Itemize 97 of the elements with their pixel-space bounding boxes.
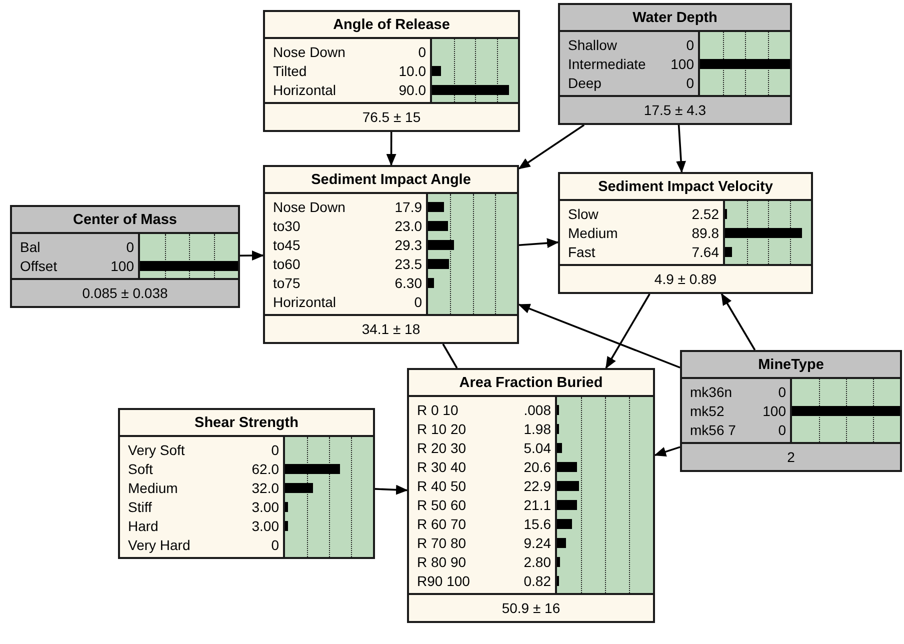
state-label: Very Soft [128,442,185,458]
arrow [386,132,396,166]
arrow [605,294,650,369]
network-node [263,10,520,132]
state-label: Slow [568,206,598,222]
state-value: 100 [670,56,694,72]
mean-value: 50.9 ± 16 [409,593,653,621]
state-value: 6.30 [394,274,422,290]
state-label: to60 [273,256,300,272]
state-value: 0 [778,422,786,438]
state-value: 2.52 [692,206,719,222]
state-label: Nose Down [273,198,346,214]
state-value: 0 [271,442,279,458]
mean-value: 2 [682,442,900,470]
state-label: R 60 70 [417,516,466,532]
state-label: R 20 30 [417,440,466,456]
arrow [676,124,686,173]
mean-value: 76.5 ± 15 [265,102,518,130]
network-node [10,205,240,308]
state-value: 17.9 [394,198,422,214]
state-label: Horizontal [273,82,336,98]
state-value: 1.98 [524,420,551,436]
network-node [263,165,519,344]
state-value: 32.0 [252,480,279,496]
state-value: 0 [686,36,694,52]
state-label: Fast [568,244,596,260]
state-value: 22.9 [524,478,551,494]
arrow [720,293,756,350]
state-value: 0 [686,74,694,90]
network-node [118,408,375,559]
state-value: 0 [126,238,134,254]
state-label: R 70 80 [417,534,466,550]
state-label: Horizontal [273,294,336,310]
state-value: 21.1 [524,496,551,512]
state-value: 100 [762,402,786,418]
state-value: 89.8 [692,224,719,240]
state-label: mk36n [690,384,732,400]
arrow [374,484,408,495]
state-value: 0 [414,294,422,310]
state-label: Medium [568,224,618,240]
state-value: 7.64 [692,244,719,260]
state-value: 10.0 [398,62,426,78]
state-label: to75 [273,274,300,290]
state-label: R 10 20 [417,420,466,436]
state-label: R 30 40 [417,458,466,474]
mean-value: 0.085 ± 0.038 [12,278,238,306]
state-label: Soft [128,460,153,476]
state-value: 90.0 [398,82,426,98]
state-label: R 40 50 [417,478,466,494]
state-label: Bal [20,238,40,254]
state-value: 0 [418,44,426,60]
state-value: 5.04 [524,440,551,456]
state-label: to45 [273,236,300,252]
state-value: 15.6 [524,516,551,532]
state-label: R 50 60 [417,496,466,512]
state-label: Medium [128,480,178,496]
state-value: 23.5 [394,256,422,272]
state-value: 0 [271,536,279,552]
state-label: Offset [20,258,58,274]
network-node [558,3,792,125]
network-node [407,368,655,623]
state-label: Very Hard [128,536,190,552]
mean-value: 34.1 ± 18 [265,314,517,342]
state-label: Stiff [128,498,152,514]
state-value: 62.0 [252,460,279,476]
arrow [518,238,559,248]
state-label: mk56 7 [690,422,736,438]
arrow [240,250,264,261]
state-label: mk52 [690,402,724,418]
state-value: 23.0 [394,218,422,234]
state-label: to30 [273,218,300,234]
network-node [680,350,902,472]
state-value: 9.24 [524,534,551,550]
state-label: Intermediate [568,56,646,72]
state-value: 29.3 [394,236,422,252]
mean-value: 17.5 ± 4.3 [560,95,790,123]
state-label: Hard [128,518,158,534]
state-label: Deep [568,74,602,90]
state-label: R 0 10 [417,402,458,418]
state-label: Shallow [568,36,618,52]
state-label: R 80 90 [417,554,466,570]
state-value: 2.80 [524,554,551,570]
mean-value: 4.9 ± 0.89 [560,264,811,292]
state-value: 0.82 [524,572,551,588]
network-node [558,172,813,294]
state-label: Nose Down [273,44,346,60]
state-value: .008 [524,402,551,418]
state-label: R90 100 [417,572,470,588]
state-value: 3.00 [252,498,279,514]
state-value: 0 [778,384,786,400]
state-value: 100 [110,258,134,274]
arrow [654,446,680,457]
state-label: Tilted [273,62,307,78]
state-value: 20.6 [524,458,551,474]
arrow [518,124,585,170]
state-value: 3.00 [252,518,279,534]
arrow [518,304,680,368]
